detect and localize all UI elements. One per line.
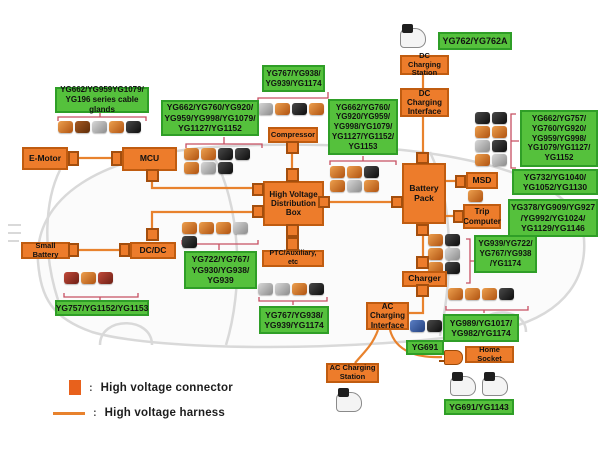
part-label-home-gun-group: YG691/YG1143 [444, 399, 514, 415]
connector-photos-cable-glands [58, 121, 148, 133]
legend-harness-swatch [53, 411, 85, 415]
hv-connector-e-motor [68, 151, 79, 166]
hv-connector-msd [455, 175, 466, 188]
part-label-battery-right-group: YG662/YG757/ YG760/YG920/ YG959/YG998/ Y… [520, 110, 598, 167]
connector-photos-compressor [258, 103, 328, 115]
part-label-charger-group: YG939/YG722/ YG767/YG938 /YG1174 [474, 235, 537, 273]
component-dc-charging-station: DC Charging Station [400, 51, 449, 77]
hv-connector-small-battery [68, 243, 79, 257]
hv-connector-hvdb-left1 [252, 183, 264, 196]
connector-photos-dcdc [182, 222, 262, 248]
part-label-cable-glands: YG662/YG959YG1079/ YG196 series cable gl… [55, 85, 149, 114]
ac-charging-gun-photo [336, 388, 362, 412]
component-dc-charging-interface: DC Charging Interface [400, 88, 449, 117]
hv-connector-mcu-bottom [146, 169, 159, 182]
component-ptc-auxiliary: PTC/Auxiliary, etc [262, 250, 324, 267]
hv-connector-dcdc-left [119, 243, 130, 257]
connector-photos-battery-right [475, 112, 511, 166]
component-ac-charging-interface: AC Charging Interface [366, 302, 409, 330]
component-battery-pack: Battery Pack [402, 163, 446, 224]
hv-connector-compressor [286, 141, 299, 154]
legend-harness-label: High voltage harness [104, 407, 225, 419]
part-label-battery-front-group: YG662/YG760/ YG920/YG959/ YG998/YG1079/ … [328, 99, 398, 155]
part-label-aci-group: YG767/YG938/ YG939/YG1174 [259, 306, 329, 334]
component-msd: MSD [466, 172, 498, 189]
component-small-battery: Small Battery [21, 241, 70, 259]
hv-connector-hvdb-bottom [286, 224, 299, 237]
part-label-compressor-group: YG767/YG938/ YG939/YG1174 [262, 65, 325, 92]
legend-separator: : [93, 407, 97, 419]
legend-connector-label: High voltage connector [100, 381, 233, 394]
home-charging-gun-photo-2 [482, 372, 508, 396]
hv-connector-battery-top [416, 152, 429, 164]
hv-connector-ptc-top [286, 237, 299, 251]
component-hv-distribution-box: High Voltage Distribution Box [263, 181, 324, 226]
part-label-mcu-group: YG662/YG760/YG920/ YG959/YG998/YG1079/ Y… [161, 100, 259, 136]
connector-photos-small-battery [64, 272, 140, 284]
part-label-below-charger-group: YG989/YG1017/ YG982/YG1174 [443, 314, 519, 342]
connector-photos-below-charger [448, 288, 528, 300]
part-label-trip-group: YG378/YG909/YG927 /YG992/YG1024/ YG1129/… [508, 199, 598, 237]
legend-separator: : [89, 381, 93, 394]
hv-connector-dcdc-top [146, 228, 159, 241]
hv-connector-trip-computer [453, 210, 464, 223]
connector-photos-battery-front [330, 166, 392, 192]
home-socket-plug-icon [439, 350, 463, 365]
component-trip-computer: Trip Computer [463, 204, 501, 229]
legend-connector-swatch [69, 380, 81, 395]
component-ac-charging-station: AC Charging Station [326, 363, 379, 383]
legend-connector-row: : High voltage connector [69, 380, 233, 395]
part-label-dcdc-group: YG722/YG767/ YG930/YG938/ YG939 [184, 251, 257, 289]
part-label-yg691: YG691 [406, 340, 444, 355]
component-dcdc: DC/DC [130, 242, 176, 259]
part-label-msd-group: YG732/YG1040/ YG1052/YG1130 [512, 169, 598, 195]
hv-connector-battery-bottom [416, 224, 429, 236]
connector-photos-msd [468, 190, 488, 202]
component-e-motor: E-Motor [22, 147, 68, 170]
connector-photos-mcu [184, 148, 258, 174]
part-label-small-battery-group: YG757/YG1152/YG1153 [55, 300, 149, 316]
component-mcu: MCU [122, 147, 177, 171]
hv-connector-mcu-left [111, 151, 122, 166]
hv-connector-charger-bottom [416, 284, 429, 297]
hv-connector-hvdb-left2 [252, 205, 264, 218]
part-label-dc-gun: YG762/YG762A [438, 32, 512, 50]
dc-charging-gun-photo [400, 24, 426, 48]
hv-connector-battery-left [391, 196, 403, 208]
hv-connector-charger-top [416, 256, 429, 269]
component-home-socket: Home Socket [465, 345, 514, 363]
legend-harness-row: : High voltage harness [53, 407, 225, 419]
connector-photos-aci [258, 283, 332, 295]
connector-photos-charger [428, 234, 464, 274]
hv-connector-hvdb-right [318, 196, 330, 208]
home-charging-gun-photo-1 [450, 372, 476, 396]
hv-connector-hvdb-top [286, 168, 299, 182]
